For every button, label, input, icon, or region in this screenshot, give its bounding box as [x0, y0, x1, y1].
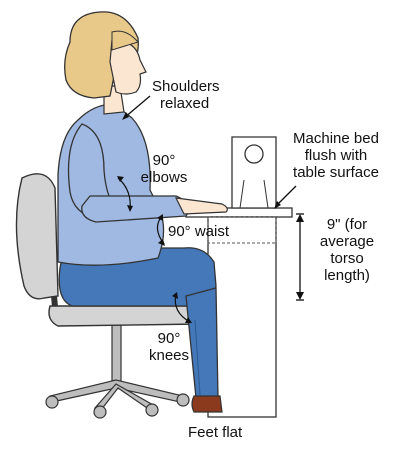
label-shoulders-line2: relaxed — [160, 95, 210, 112]
torso-measure — [296, 213, 304, 301]
table-leg — [207, 216, 277, 418]
label-knees: 90° knees — [144, 330, 194, 364]
label-shoulders-line1: Shoulders — [152, 78, 220, 95]
label-waist: 90° waist — [168, 223, 230, 240]
label-elbows-text: elbows — [140, 169, 188, 186]
machine-callout-line — [275, 185, 297, 207]
shoulders-callout-line — [123, 95, 151, 119]
chair-base — [45, 319, 190, 419]
label-machine-line3: table surface — [293, 164, 379, 181]
face — [109, 39, 147, 95]
label-machine-line2: flush with — [304, 147, 368, 164]
label-knees-text: knees — [148, 347, 190, 364]
machine-well — [207, 216, 277, 244]
label-machine-bed: Machine bed flush with table surface — [278, 130, 394, 181]
label-elbows: 90° elbows — [134, 152, 194, 186]
arm-forearm — [81, 195, 191, 223]
label-feet-flat: Feet flat — [188, 424, 243, 441]
label-torso-line3: torso — [330, 250, 364, 267]
label-shoulders: Shoulders relaxed — [152, 78, 220, 112]
label-elbows-angle: 90° — [152, 152, 176, 169]
label-knees-angle: 90° — [157, 330, 181, 347]
label-torso-length: 9" (for average torso length) — [306, 216, 388, 284]
shoe — [191, 395, 223, 413]
label-machine-line1: Machine bed — [293, 130, 379, 147]
label-torso-line1: 9" (for — [326, 216, 368, 233]
machine-wheel — [244, 144, 264, 164]
label-torso-line4: length) — [324, 267, 370, 284]
hand — [174, 197, 228, 215]
chair-backrest — [15, 173, 59, 300]
label-torso-line2: average — [319, 233, 375, 250]
